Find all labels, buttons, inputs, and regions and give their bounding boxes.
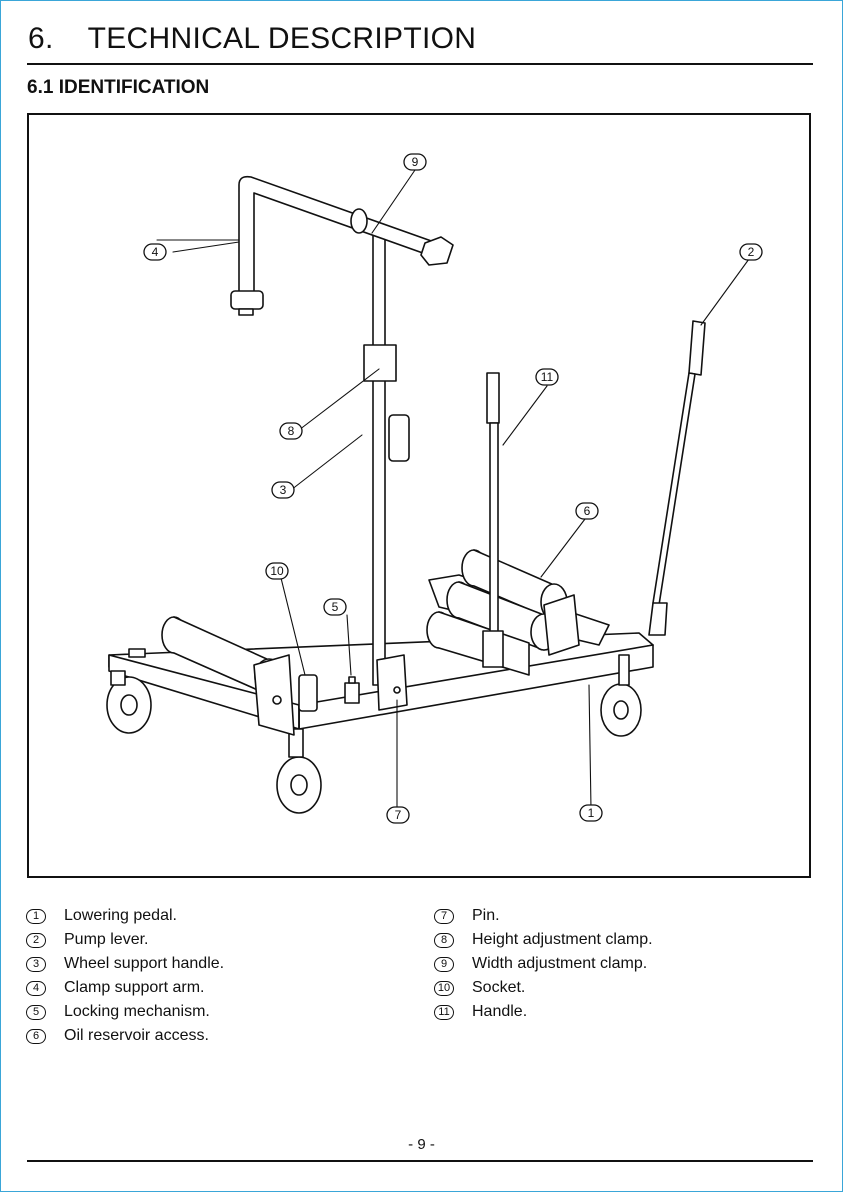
callout-5: 5 — [324, 599, 346, 615]
callout-8: 8 — [280, 423, 302, 439]
legend-text: Pin. — [472, 907, 500, 925]
callout-labels: 1 2 3 4 5 6 7 8 9 10 11 — [144, 154, 762, 823]
legend-text: Oil reservoir access. — [64, 1027, 209, 1045]
callout-6: 6 — [576, 503, 598, 519]
callout-number: 11 — [541, 370, 554, 384]
subsection-title: 6.1 IDENTIFICATION — [27, 77, 209, 99]
callout-number: 5 — [332, 600, 339, 614]
callout-number: 4 — [152, 245, 159, 259]
legend-item-9: 9 Width adjustment clamp. — [434, 955, 647, 973]
pump-lever — [649, 321, 705, 635]
callout-1: 1 — [580, 805, 602, 821]
callout-number: 10 — [270, 564, 284, 578]
section-title: 6. TECHNICAL DESCRIPTION — [28, 22, 476, 56]
legend-item-2: 2 Pump lever. — [26, 931, 148, 949]
bottom-rule — [27, 1160, 813, 1162]
callout-9: 9 — [404, 154, 426, 170]
callout-number: 9 — [412, 155, 419, 169]
top-arm — [231, 177, 453, 315]
legend-item-3: 3 Wheel support handle. — [26, 955, 224, 973]
title-rule — [27, 63, 813, 65]
legend-text: Pump lever. — [64, 931, 148, 949]
legend-item-6: 6 Oil reservoir access. — [26, 1027, 209, 1045]
legend-item-11: 11 Handle. — [434, 1003, 527, 1021]
section-title-text: TECHNICAL DESCRIPTION — [88, 22, 477, 56]
callout-number: 8 — [288, 424, 295, 438]
callout-number: 2 — [748, 245, 755, 259]
legend-text: Lowering pedal. — [64, 907, 177, 925]
legend-text: Height adjustment clamp. — [472, 931, 653, 949]
legend-number: 7 — [434, 909, 454, 924]
legend-number: 8 — [434, 933, 454, 948]
legend-number: 10 — [434, 981, 454, 996]
legend-number: 3 — [26, 957, 46, 972]
legend-item-4: 4 Clamp support arm. — [26, 979, 205, 997]
section-number: 6. — [28, 22, 54, 56]
legend-number: 5 — [26, 1005, 46, 1020]
identification-figure: 1 2 3 4 5 6 7 8 9 10 11 — [27, 113, 811, 878]
legend-number: 2 — [26, 933, 46, 948]
callout-11: 11 — [536, 369, 558, 385]
legend-number: 11 — [434, 1005, 454, 1020]
page-number: - 9 - — [0, 1136, 843, 1153]
legend-number: 6 — [26, 1029, 46, 1044]
callout-number: 6 — [584, 504, 591, 518]
callout-7: 7 — [387, 807, 409, 823]
legend-item-5: 5 Locking mechanism. — [26, 1003, 210, 1021]
callout-10: 10 — [266, 563, 288, 579]
legend-item-1: 1 Lowering pedal. — [26, 907, 177, 925]
callout-2: 2 — [740, 244, 762, 260]
legend-item-7: 7 Pin. — [434, 907, 500, 925]
callout-number: 7 — [395, 808, 402, 822]
callout-number: 1 — [588, 806, 595, 820]
legend-item-8: 8 Height adjustment clamp. — [434, 931, 653, 949]
legend-number: 1 — [26, 909, 46, 924]
legend-text: Handle. — [472, 1003, 527, 1021]
wheel-dolly-drawing: 1 2 3 4 5 6 7 8 9 10 11 — [29, 115, 809, 876]
legend-text: Locking mechanism. — [64, 1003, 210, 1021]
callout-4: 4 — [144, 244, 166, 260]
legend-text: Width adjustment clamp. — [472, 955, 647, 973]
legend-text: Wheel support handle. — [64, 955, 224, 973]
legend-text: Clamp support arm. — [64, 979, 205, 997]
legend-number: 4 — [26, 981, 46, 996]
callout-3: 3 — [272, 482, 294, 498]
legend-item-10: 10 Socket. — [434, 979, 525, 997]
legend-number: 9 — [434, 957, 454, 972]
callout-number: 3 — [280, 483, 287, 497]
mast — [364, 225, 409, 710]
legend-text: Socket. — [472, 979, 525, 997]
